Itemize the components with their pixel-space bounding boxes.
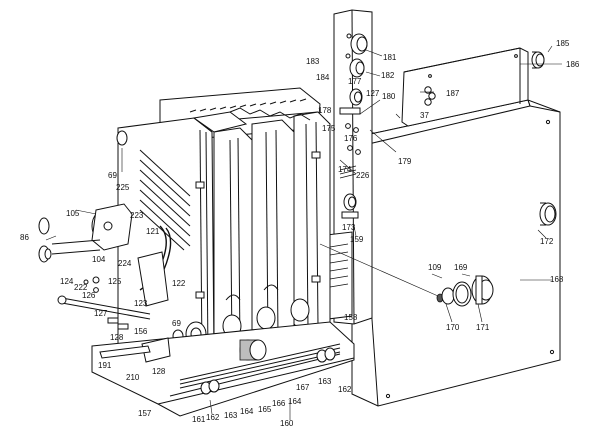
part-label: 167 — [296, 383, 310, 392]
part-label: 165 — [258, 405, 272, 414]
heat-exchanger — [117, 87, 331, 361]
section-4 — [293, 111, 331, 335]
part-label: 168 — [550, 275, 564, 284]
part-label: 210 — [126, 373, 140, 382]
part-label: 222 — [74, 283, 88, 292]
part-label: 127 — [366, 89, 380, 98]
part-label: 124 — [60, 277, 74, 286]
part-label: 157 — [138, 409, 152, 418]
part-label: 164 — [240, 407, 254, 416]
gaskets — [436, 275, 494, 307]
part-label: 169 — [454, 263, 468, 272]
part-label: 162 — [206, 413, 220, 422]
part-label: 86 — [20, 233, 29, 242]
part-label: 223 — [130, 211, 144, 220]
part-label: 170 — [446, 323, 460, 332]
part-label: 181 — [383, 53, 397, 62]
part-label: 105 — [66, 209, 80, 218]
part-label: 161 — [192, 415, 206, 424]
part-label: 125 — [108, 277, 122, 286]
part-label: 160 — [280, 419, 294, 428]
part-label: 121 — [146, 227, 160, 236]
part-label: 171 — [476, 323, 490, 332]
part-label: 122 — [172, 279, 186, 288]
part-label: 162 — [338, 385, 352, 394]
part-label: 177 — [348, 77, 362, 86]
part-label: 69 — [108, 171, 117, 180]
part-label: 179 — [398, 157, 412, 166]
part-label: 163 — [224, 411, 238, 420]
part-label: 172 — [540, 237, 554, 246]
part-label: 185 — [556, 39, 570, 48]
leader-lines — [45, 45, 562, 420]
part-label: 173 — [342, 223, 356, 232]
front-panel — [350, 99, 561, 407]
part-label: 156 — [134, 327, 148, 336]
part-label: 163 — [318, 377, 332, 386]
grommet-185 — [531, 51, 545, 69]
back-panel — [401, 47, 545, 127]
part-label: 126 — [82, 291, 96, 300]
part-label: 191 — [98, 361, 112, 370]
part-label: 127 — [94, 309, 108, 318]
fittings-187 — [424, 86, 436, 106]
part-label: 69 — [172, 319, 181, 328]
part-label: 184 — [316, 73, 330, 82]
part-label: 226 — [356, 171, 370, 180]
part-label: 183 — [306, 57, 320, 66]
part-label: 186 — [566, 60, 580, 69]
part-label: 174 — [338, 165, 352, 174]
part-label: 178 — [318, 106, 332, 115]
left-components — [38, 130, 184, 343]
part-label: 37 — [420, 111, 429, 120]
part-label: 123 — [134, 299, 148, 308]
part-label: 187 — [446, 89, 460, 98]
part-label: 104 — [92, 255, 106, 264]
base-tray — [91, 321, 355, 417]
part-label: 224 — [118, 259, 132, 268]
part-label: 180 — [382, 92, 396, 101]
part-label: 182 — [381, 71, 395, 80]
part-label: 166 — [272, 399, 286, 408]
part-label: 225 — [116, 183, 130, 192]
part-label: 158 — [344, 313, 358, 322]
part-label: 109 — [428, 263, 442, 272]
sleeve-172 — [539, 202, 557, 226]
part-labels: 185 186 181 183 184 182 177 187 127 180 … — [20, 39, 580, 428]
part-label: 176 — [344, 134, 358, 143]
part-label: 164 — [288, 397, 302, 406]
part-label: 128 — [110, 333, 124, 342]
part-label: 159 — [350, 235, 364, 244]
section-3 — [251, 119, 295, 345]
part-label: 128 — [152, 367, 166, 376]
part-label: 175 — [322, 124, 336, 133]
